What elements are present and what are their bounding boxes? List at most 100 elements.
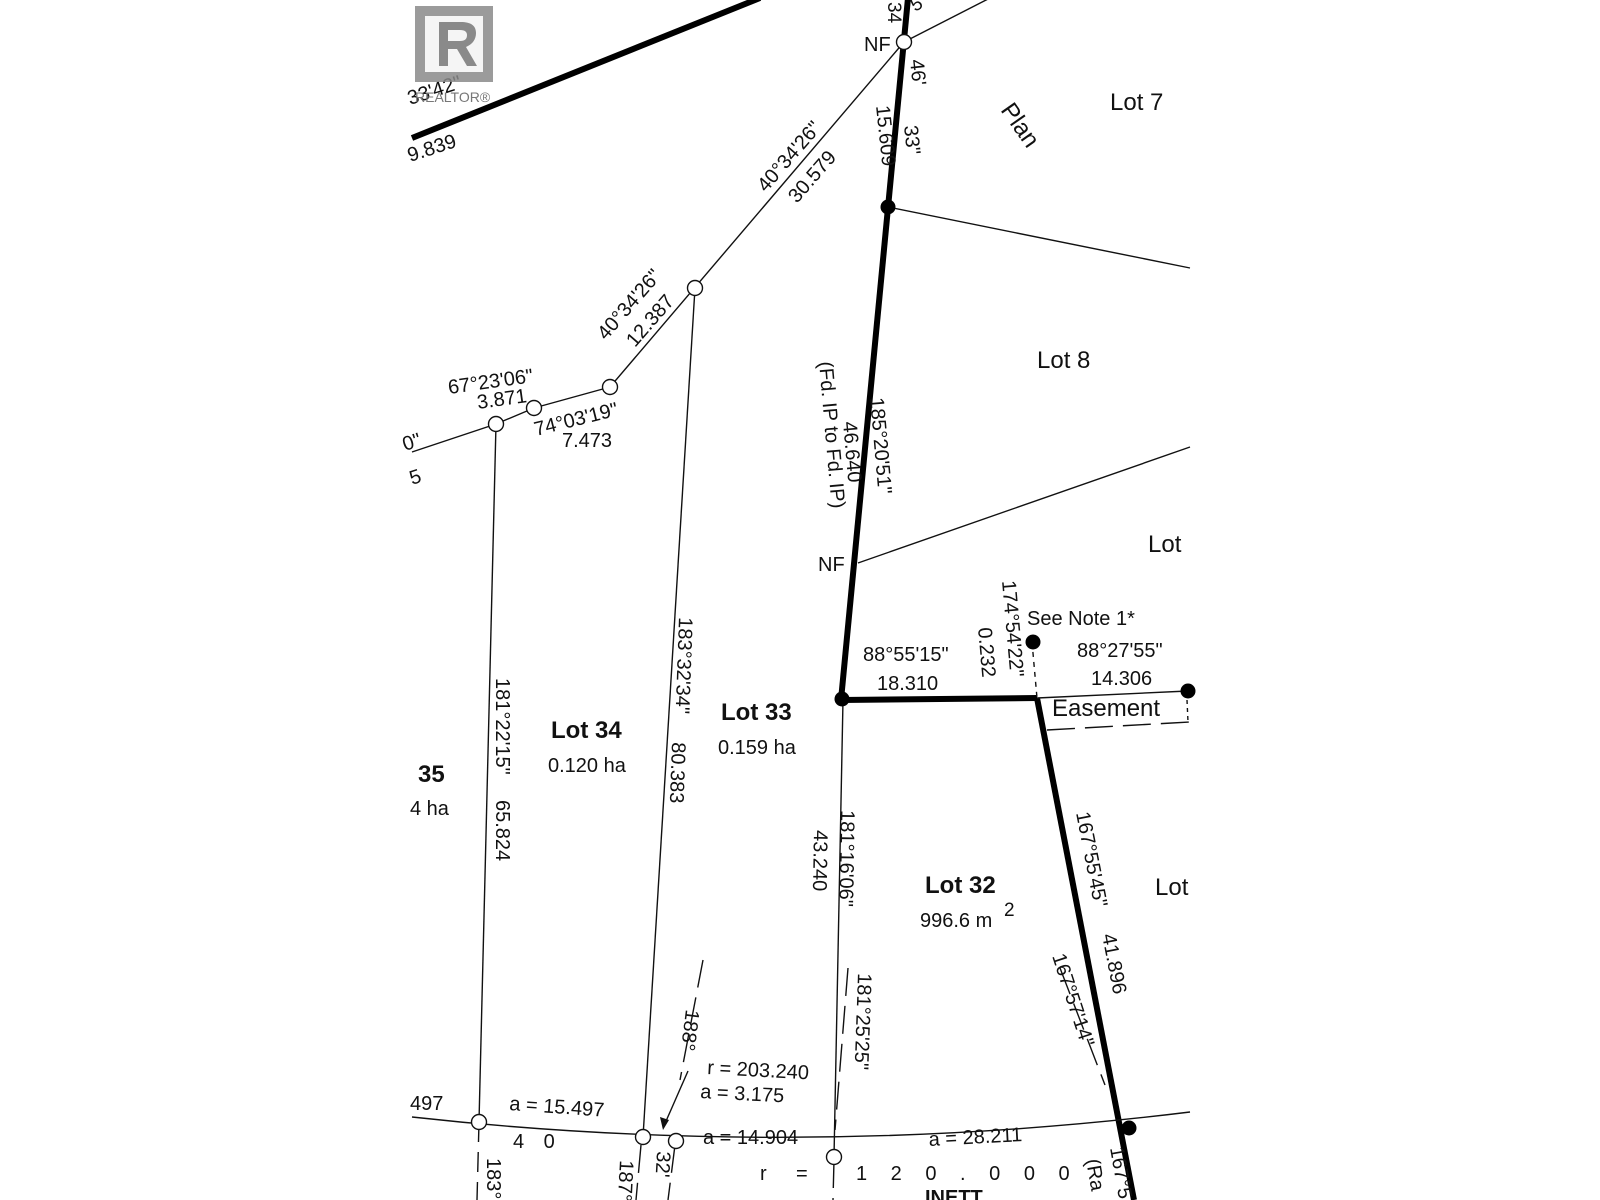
pin-solid-note [1025, 634, 1041, 650]
lot7-label: Lot 7 [1110, 89, 1163, 116]
lot33-line-bearing: 181°16'06" [834, 810, 858, 907]
lot33-dash-bearing: 181°25'25" [850, 973, 875, 1070]
lot-right-low-label: Lot [1155, 874, 1189, 901]
pin-arc-4 [825, 1148, 843, 1166]
boundary-lot33-north-thick [840, 695, 1038, 703]
left-partial-bearing: 0" [400, 429, 424, 456]
lot35-label: 35 [418, 761, 445, 788]
lot34-line-dist: 80.383 [665, 742, 689, 804]
boundary-main-thick [838, 0, 911, 701]
lot-right-mid-label: Lot [1148, 531, 1182, 558]
street-fragment: INETT [925, 1187, 983, 1200]
lot35-line-bearing: 181°22'15" [491, 678, 513, 775]
lot32-area-sup: 2 [1004, 900, 1015, 921]
lot32-area: 996.6 m [920, 910, 992, 932]
pin-seg-c [487, 415, 505, 433]
pin-solid-lot33 [834, 691, 850, 707]
left-partial-dist: 5 [407, 465, 424, 489]
main-bearing: 185°20'51" [865, 397, 895, 495]
realtor-logo: REALTOR® [415, 6, 493, 105]
lot32-line-dist: 41.896 [1097, 932, 1130, 996]
lot33-label: Lot 33 [721, 699, 792, 726]
dash-lot32-lower [1059, 967, 1106, 1086]
see-note-label: See Note 1* [1027, 608, 1135, 630]
top-s: 5" [907, 0, 932, 16]
lot35-line-dist: 65.824 [491, 800, 513, 861]
arc-a2: a = 14.904 [703, 1127, 798, 1149]
arc-r-small: r = 203.240 [707, 1057, 810, 1084]
line-street-arc [411, 1111, 1191, 1139]
right-dist: 14.306 [1091, 668, 1152, 690]
north33-dist: 18.310 [877, 673, 938, 695]
lot33-line-dist: 43.240 [808, 830, 831, 892]
arc-a4: a = 3.175 [700, 1081, 785, 1107]
line-easement-edge [1186, 699, 1189, 723]
lot34-area: 0.120 ha [548, 755, 627, 777]
dash-bottom-left [635, 1144, 642, 1200]
dash-188 [679, 959, 704, 1081]
pin-solid-plan [880, 199, 896, 215]
short-dist: 0.232 [973, 627, 999, 679]
dash-bottom-833 [832, 1159, 835, 1200]
dash-lot33-lower [834, 967, 849, 1131]
line-lot8-north [887, 206, 1191, 269]
leader-arrow [662, 1070, 689, 1129]
pin-solid-arc [1121, 1120, 1137, 1136]
lot34-line-bearing: 183°32'34" [671, 617, 696, 714]
leader-arrow-head [660, 1117, 669, 1130]
nf-mid-marker: NF [818, 554, 845, 576]
line-bottom-left-tick [476, 1121, 480, 1200]
realtor-logo-icon: REALTOR® [415, 6, 493, 105]
lot35-area: 4 ha [410, 798, 450, 820]
arc-r-main-digits: 1 2 0 . 0 0 0 [856, 1163, 1079, 1185]
plan-label: Plan [995, 98, 1045, 153]
pin-seg-a [601, 378, 619, 396]
line-easement-north [1036, 690, 1189, 699]
pin-arc-1 [470, 1113, 488, 1131]
line-lot8-south [857, 446, 1191, 564]
arc-left-frag: 497 [410, 1093, 443, 1115]
line-easement-south [1046, 721, 1191, 731]
pin-seg-b [525, 399, 543, 417]
seg2-dist: 7.473 [562, 430, 612, 452]
pin-arc-2 [634, 1128, 652, 1146]
lot32-label: Lot 32 [925, 872, 996, 899]
lot33-area: 0.159 ha [718, 737, 797, 759]
realtor-logo-wordmark: REALTOR® [415, 89, 491, 104]
dash-188-label: 188° [676, 1008, 703, 1052]
arc-r-main-lhs: r [760, 1163, 767, 1185]
line-lot-north-edge [411, 386, 611, 453]
lot8-label: Lot 8 [1037, 347, 1090, 374]
line-diagonal [609, 41, 905, 388]
short-bearing: 174°54'22" [997, 580, 1027, 678]
right-bearing: 88°27'55" [1077, 640, 1163, 662]
dash-bottom-mid [667, 1144, 676, 1200]
pin-diagonal-mid [686, 279, 704, 297]
main-dist: 46.640 [838, 421, 865, 484]
lot34-label: Lot 34 [551, 717, 622, 744]
line-lot33-32 [833, 699, 844, 1158]
line-short-tie [1031, 641, 1038, 699]
pin-arc-3 [667, 1132, 685, 1150]
pin-solid-easement [1180, 683, 1196, 699]
arc-a1: a = 15.497 [509, 1093, 605, 1122]
boundary-top-left-thick [410, 0, 762, 141]
top-34: 34 [883, 2, 904, 24]
line-top-right [903, 0, 988, 43]
arc-r-main-eq: = [796, 1163, 808, 1185]
boundary-lot32-east-thick [1034, 697, 1137, 1200]
bottom-187: 187° [613, 1160, 637, 1200]
radius-frag: 4 0 [513, 1131, 555, 1153]
nf-top-marker: NF [864, 34, 891, 56]
plan-33: 33" [899, 124, 924, 155]
bottom-167: 167°5 [1105, 1145, 1136, 1200]
line-lot34-33 [642, 287, 696, 1138]
arc-a3: a = 28.211 [928, 1124, 1023, 1151]
line-lot35-34 [478, 423, 497, 1123]
easement-label: Easement [1052, 695, 1160, 722]
pin-nf-top [895, 33, 913, 51]
north33-bearing: 88°55'15" [863, 644, 949, 666]
bottom-183: 183° [482, 1158, 504, 1199]
bottom-ra: (Ra [1081, 1157, 1108, 1193]
